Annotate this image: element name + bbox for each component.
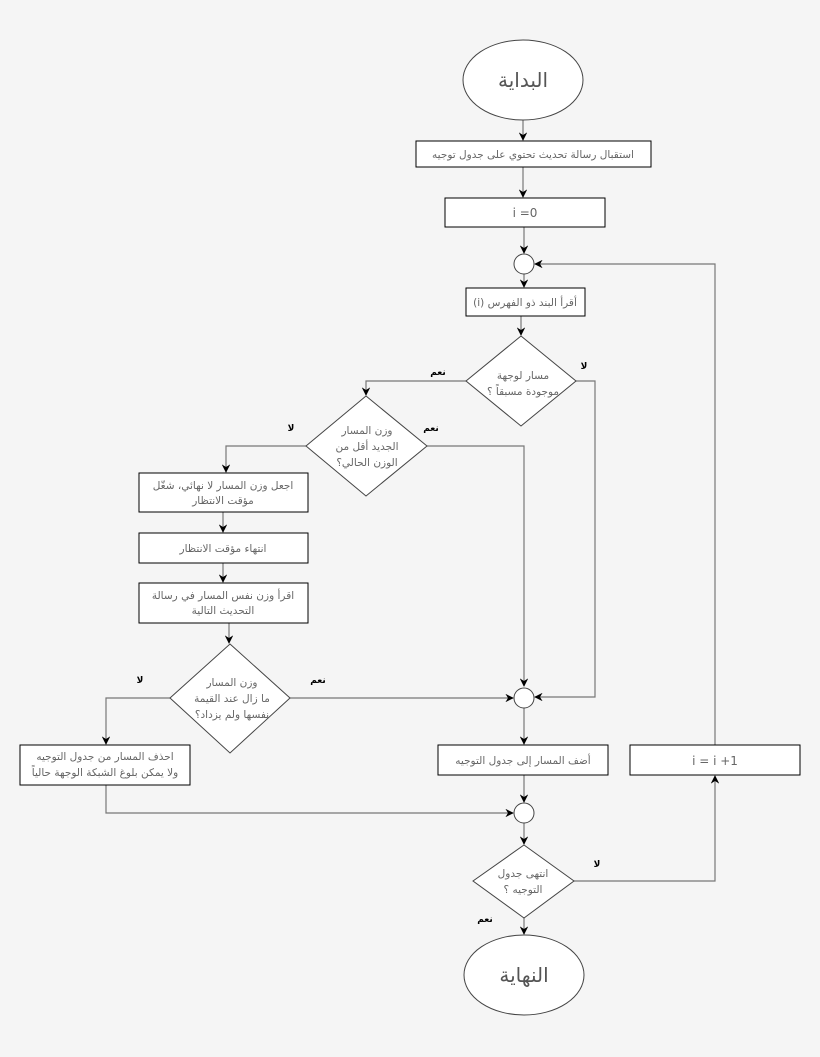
read-next-weight-box: اقرأ وزن نفس المسار في رسالة التحديث الت…	[138, 582, 309, 624]
edge-increment-loop	[534, 259, 716, 745]
set-infinite-line1: اجعل وزن المسار لا نهائي، شغّل	[153, 480, 294, 492]
end-node: النهاية	[463, 934, 585, 1016]
new-weight-less-line3: الوزن الحالي؟	[336, 457, 397, 469]
weight-unchanged-line3: نفسها ولم يزداد؟	[195, 709, 269, 721]
increment-i-box: i = i +1	[629, 744, 801, 776]
weight-unchanged-line2: ما زال عند القيمة	[194, 693, 270, 705]
table-finished-decision: انتهى جدول التوجيه ؟	[472, 844, 575, 919]
timer-end-box: انتهاء مؤقت الانتظار	[138, 532, 309, 564]
edge-finished-no	[574, 775, 720, 882]
new-weight-less-line2: الجديد أقل من	[335, 439, 398, 453]
merge-node-3	[513, 802, 535, 824]
set-infinite-line2: مؤقت الانتظار	[191, 495, 254, 507]
delete-route-line2: ولا يمكن بلوغ الشبكة الوجهة حالياً	[32, 765, 179, 779]
init-i-label: i =0	[513, 206, 538, 220]
table-finished-line2: التوجيه ؟	[504, 884, 543, 896]
edge-less-yes	[427, 445, 529, 687]
read-next-weight-line1: اقرأ وزن نفس المسار في رسالة	[152, 588, 294, 602]
end-label: النهاية	[499, 963, 548, 987]
start-label: البداية	[498, 68, 548, 92]
add-route-label: أضف المسار إلى جدول التوجيه	[455, 753, 591, 767]
label-no-less: لا	[288, 424, 295, 434]
label-yes-less: نعم	[423, 424, 439, 434]
edge-delete-merge3	[105, 785, 514, 818]
add-route-box: أضف المسار إلى جدول التوجيه	[437, 744, 609, 776]
edge-less-no	[221, 445, 306, 473]
label-no-finished: لا	[594, 860, 601, 870]
route-exists-line2: موجودة مسبقاً ؟	[487, 384, 559, 398]
new-weight-less-line1: وزن المسار	[340, 425, 392, 437]
route-exists-line1: مسار لوجهة	[497, 370, 549, 382]
set-infinite-box: اجعل وزن المسار لا نهائي، شغّل مؤقت الان…	[138, 472, 309, 513]
weight-unchanged-line1: وزن المسار	[205, 677, 257, 689]
label-no-unchanged: لا	[137, 676, 144, 686]
route-exists-decision: مسار لوجهة موجودة مسبقاً ؟	[465, 335, 577, 427]
timer-end-label: انتهاء مؤقت الانتظار	[179, 543, 267, 555]
edge-exists-yes	[361, 380, 466, 396]
init-i-box: i =0	[444, 197, 606, 228]
increment-i-label: i = i +1	[692, 754, 738, 768]
label-yes-unchanged: نعم	[310, 676, 326, 686]
edge-unchanged-no	[101, 697, 170, 745]
label-no-exists: لا	[581, 362, 588, 372]
merge-node-2	[513, 687, 535, 709]
edges	[101, 120, 720, 935]
read-next-weight-line2: التحديث التالية	[192, 605, 255, 617]
read-item-label: أقرأ البند ذو الفهرس (i)	[473, 295, 577, 309]
merge-node-1	[513, 253, 535, 275]
label-yes-exists: نعم	[430, 368, 446, 378]
start-node: البداية	[462, 39, 584, 121]
label-yes-finished: نعم	[477, 915, 493, 925]
delete-route-box: احذف المسار من جدول التوجيه ولا يمكن بلو…	[19, 744, 191, 786]
receive-update-box: استقبال رسالة تحديث تحتوي على جدول توجيه	[415, 140, 652, 168]
weight-unchanged-decision: وزن المسار ما زال عند القيمة نفسها ولم ي…	[169, 643, 291, 754]
edge-exists-no	[534, 380, 596, 702]
delete-route-line1: احذف المسار من جدول التوجيه	[36, 751, 173, 763]
receive-update-label: استقبال رسالة تحديث تحتوي على جدول توجيه	[432, 149, 634, 161]
read-item-box: أقرأ البند ذو الفهرس (i)	[465, 287, 586, 317]
table-finished-line1: انتهى جدول	[498, 868, 549, 880]
new-weight-less-decision: وزن المسار الجديد أقل من الوزن الحالي؟	[305, 395, 428, 497]
